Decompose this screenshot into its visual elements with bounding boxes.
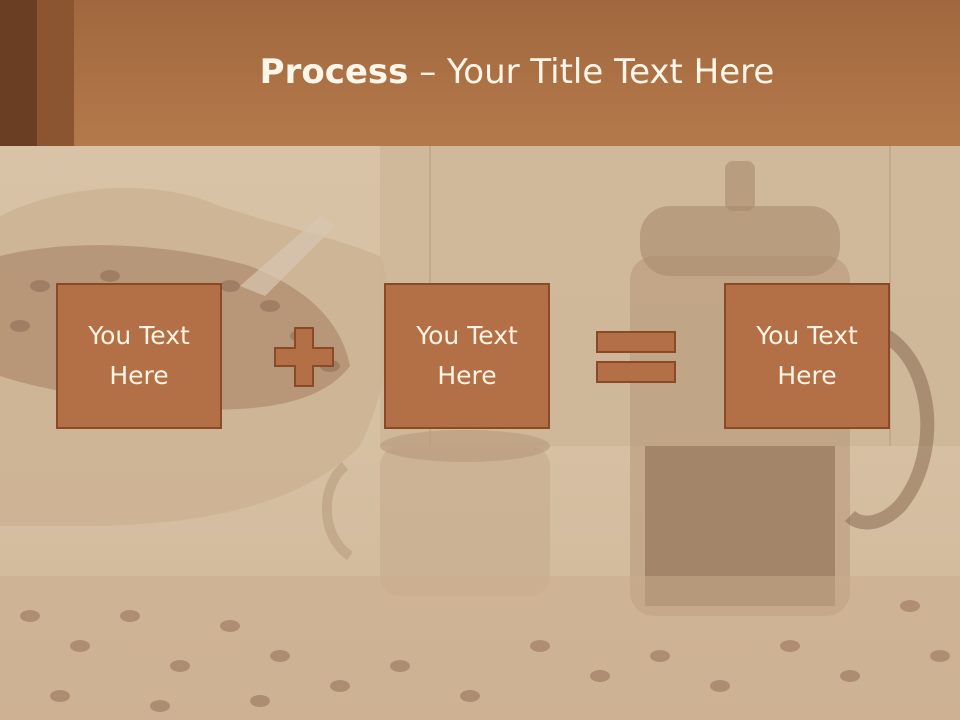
title-separator: –	[408, 52, 448, 92]
coffee-background-image	[0, 146, 960, 720]
slide-title[interactable]: Process – Your Title Text Here	[74, 52, 960, 92]
coffee-scene-illustration	[0, 146, 960, 720]
title-rest: Your Title Text Here	[447, 52, 775, 92]
equals-icon	[596, 331, 676, 383]
accent-stripe-dark	[0, 0, 37, 146]
process-box-1-text: You Text Here	[88, 321, 190, 390]
process-box-2[interactable]: You Text Here	[384, 283, 550, 429]
process-box-1[interactable]: You Text Here	[56, 283, 222, 429]
title-bar: Process – Your Title Text Here	[0, 0, 960, 146]
process-box-2-text: You Text Here	[416, 321, 518, 390]
process-box-3-text: You Text Here	[756, 321, 858, 390]
title-bold: Process	[259, 52, 409, 92]
accent-stripe-mid	[37, 0, 74, 146]
process-box-3[interactable]: You Text Here	[724, 283, 890, 429]
plus-icon	[274, 327, 334, 387]
